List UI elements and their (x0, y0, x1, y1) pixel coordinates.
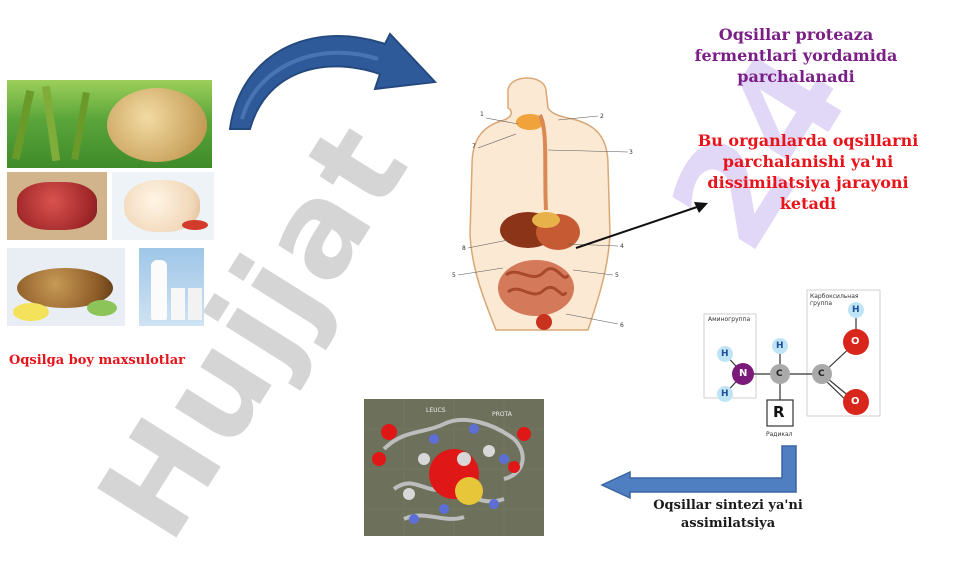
atom-h1: H (721, 349, 729, 359)
diagram-label-8: 8 (462, 245, 466, 252)
r-symbol: R (773, 403, 785, 421)
atom-c1: C (776, 369, 783, 379)
atom-o2: O (851, 396, 860, 407)
curved-arrow (228, 32, 438, 130)
molecule-label-1: LEUCS (426, 407, 446, 414)
protease-title: Oqsillar proteaza fermentlari yordamida … (694, 25, 898, 86)
dissimilation-title: Bu organlarda oqsillarni parchalanishi y… (697, 131, 919, 213)
soybean-field-photo (7, 80, 212, 168)
diagram-label-5b: 5 (452, 272, 456, 279)
diagram-label-4: 4 (620, 243, 624, 250)
amino-group-label: Аминогруппа (708, 316, 751, 323)
diagram-label-3: 3 (629, 149, 633, 156)
diagram-label-2: 2 (600, 113, 604, 120)
food-caption: Oqsilga boy maxsulotlar (9, 353, 186, 368)
synthesis-caption: Oqsillar sintezi ya'ni assimilatsiya (653, 498, 803, 531)
fish-photo (7, 248, 125, 326)
atom-c2: C (818, 369, 825, 379)
synthesis-arrow (600, 445, 797, 500)
diagram-label-7: 7 (472, 143, 476, 150)
diagram-label-6: 6 (620, 322, 624, 329)
amino-acid-diagram: Аминогруппа Карбоксильная группа Радикал… (700, 286, 890, 446)
chicken-photo (112, 172, 214, 240)
diagram-label-5a: 5 (615, 272, 619, 279)
beef-photo (7, 172, 107, 240)
protein-molecule-image: LEUCS PROTA (364, 399, 544, 536)
atom-h4: H (852, 305, 860, 315)
molecule-label-2: PROTA (492, 411, 512, 418)
carboxyl-group-label: Карбоксильная группа (810, 293, 859, 307)
digestive-system-diagram: 1 2 3 4 5 6 7 8 5 (452, 77, 633, 331)
milk-photo (139, 248, 204, 326)
atom-o1: O (851, 336, 860, 347)
atom-h3: H (776, 341, 784, 351)
pointer-arrow (575, 202, 708, 249)
atom-n: N (739, 368, 748, 379)
radical-label: Радикал (766, 431, 793, 438)
diagram-label-1: 1 (480, 111, 484, 118)
atom-h2: H (721, 389, 729, 399)
